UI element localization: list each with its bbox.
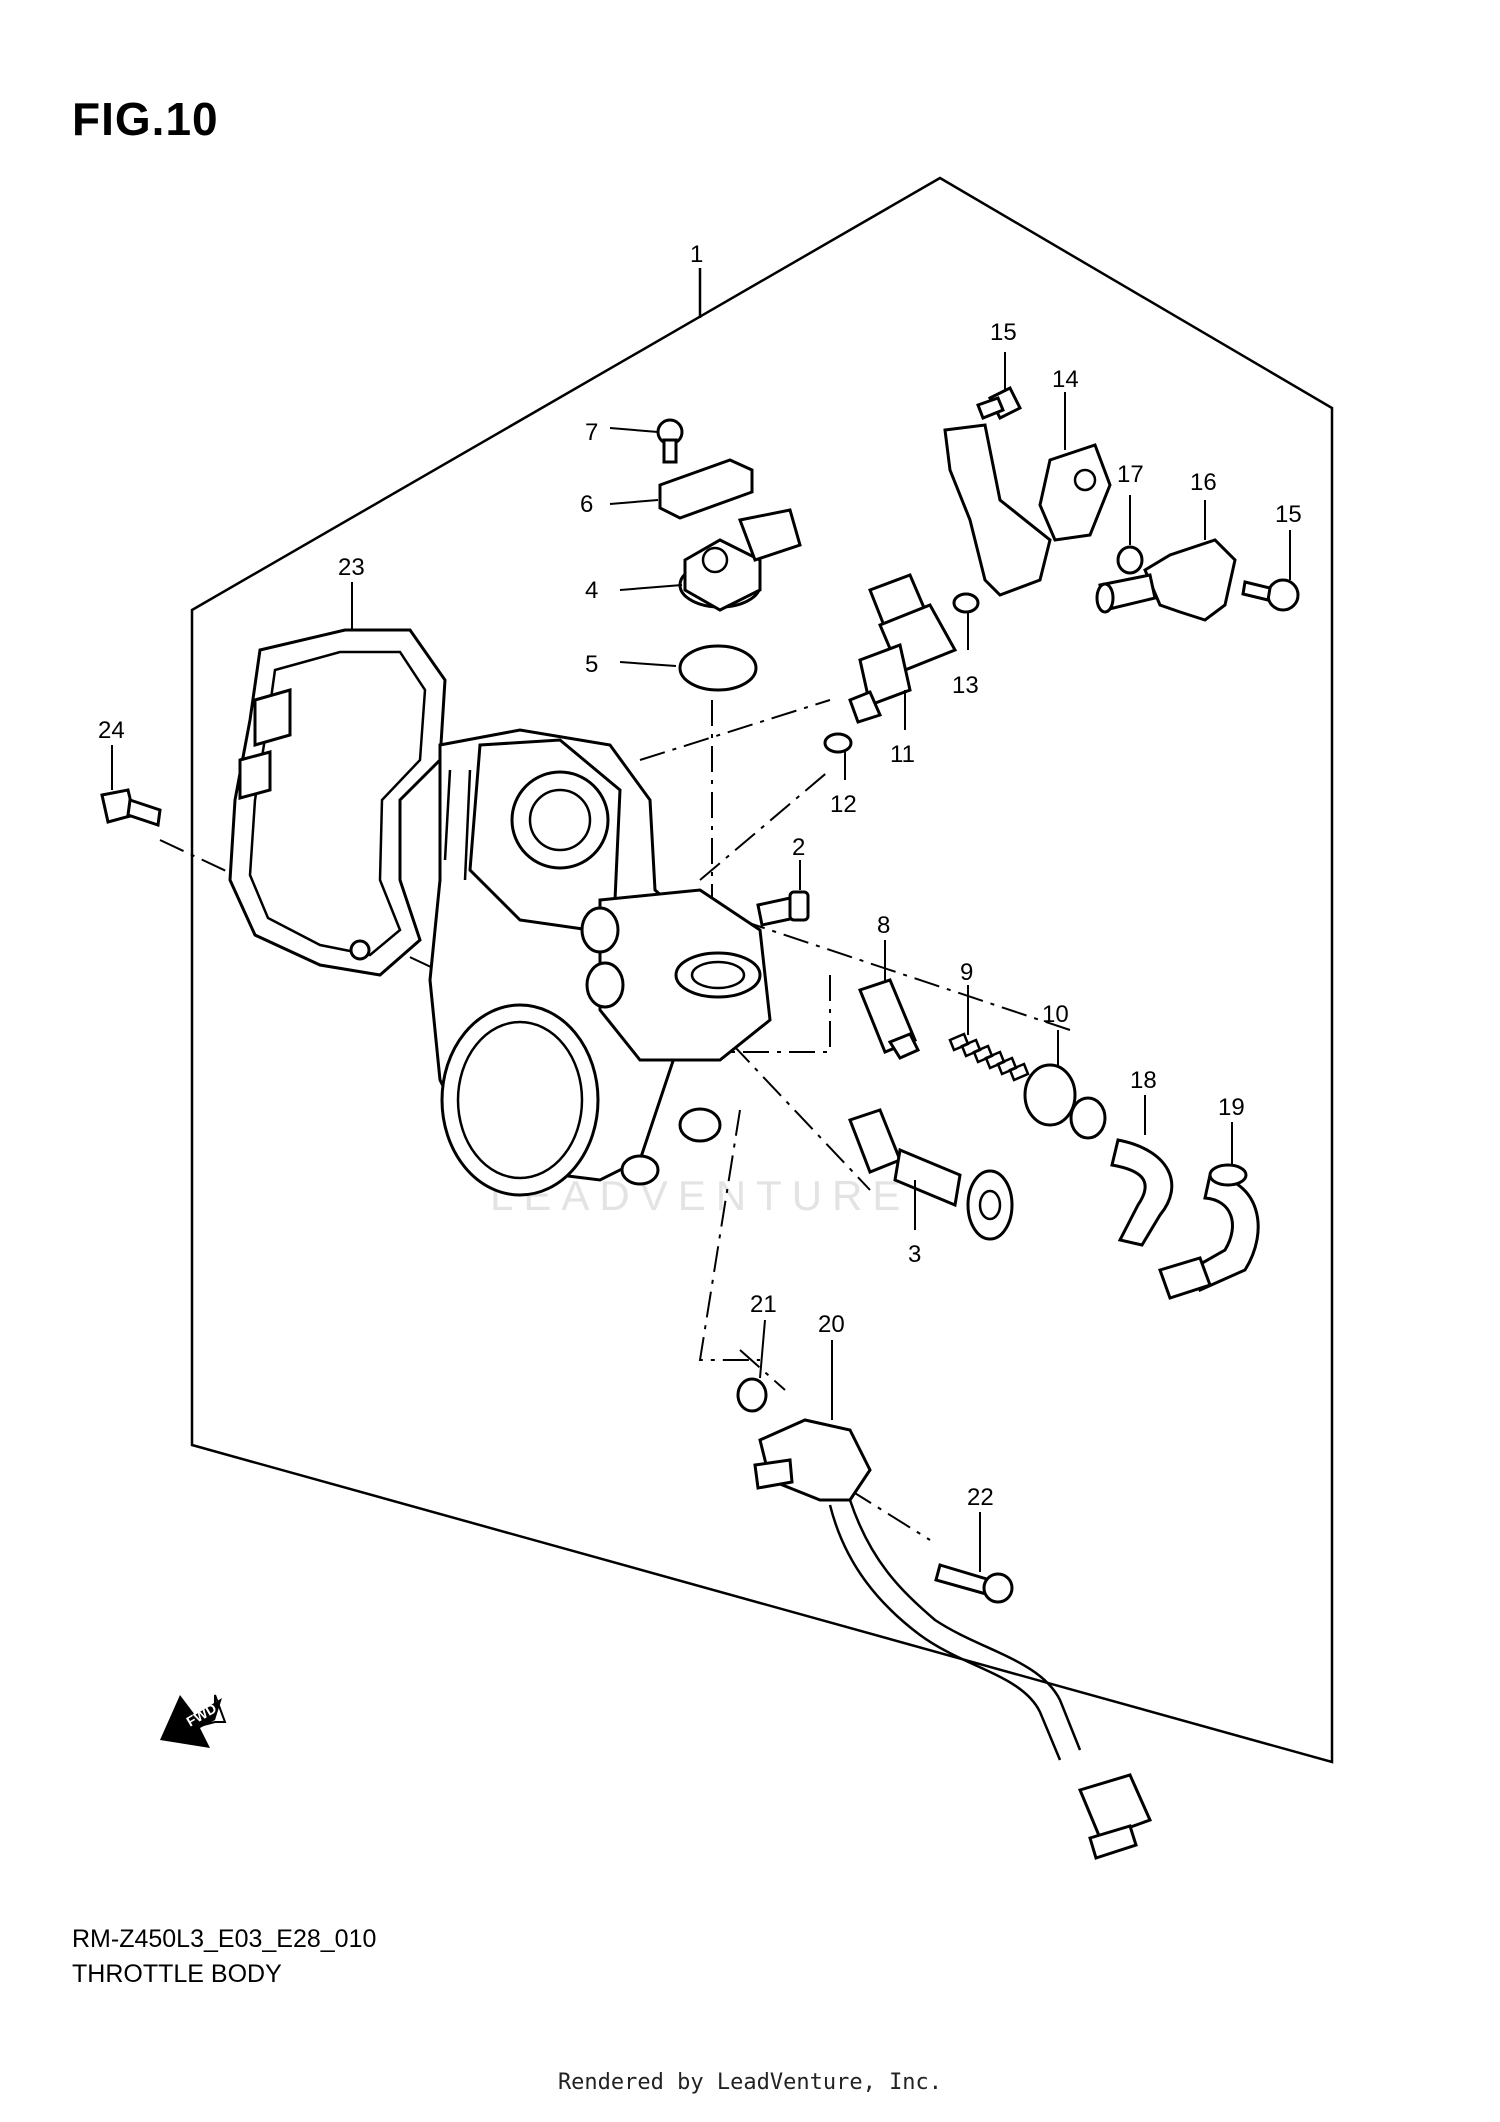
- throttle-body-main[interactable]: [428, 728, 772, 1197]
- callout-20: 20: [818, 1311, 845, 1338]
- callout-6: 6: [580, 491, 593, 518]
- callout-8: 8: [877, 912, 890, 939]
- part-18-hose[interactable]: [1110, 1138, 1174, 1247]
- callout-22: 22: [967, 1484, 994, 1511]
- callout-17: 17: [1117, 461, 1144, 488]
- callout-1: 1: [690, 241, 703, 268]
- part-15b-bolt[interactable]: [1241, 578, 1300, 612]
- callout-19: 19: [1218, 1094, 1245, 1121]
- part-22-bolt[interactable]: [934, 1563, 1014, 1604]
- part-2-screw[interactable]: [756, 890, 810, 927]
- part-17-o-ring[interactable]: [1116, 545, 1144, 575]
- part-20-sensor-harness[interactable]: [753, 1418, 1153, 1860]
- section-name: THROTTLE BODY: [72, 1960, 282, 1988]
- part-21-o-ring[interactable]: [736, 1377, 768, 1413]
- callout-4: 4: [585, 577, 598, 604]
- rendered-by-credit: Rendered by LeadVenture, Inc.: [557, 2070, 943, 2095]
- callout-15b: 15: [1275, 501, 1302, 528]
- part-24-bolt[interactable]: [100, 788, 162, 827]
- part-5-o-ring[interactable]: [678, 644, 758, 692]
- callout-15a: 15: [990, 319, 1017, 346]
- callout-5: 5: [585, 651, 598, 678]
- fwd-arrow-icon: FWD: [160, 1694, 227, 1748]
- assembly-boundary: [190, 176, 1334, 1764]
- callout-13: 13: [952, 672, 979, 699]
- part-15a-bolt[interactable]: [976, 385, 1023, 421]
- part-4-sensor[interactable]: [678, 508, 802, 612]
- callout-24: 24: [98, 717, 125, 744]
- part-9-spring[interactable]: [948, 1032, 1030, 1082]
- part-11-injector[interactable]: [848, 573, 958, 724]
- callout-9: 9: [960, 959, 973, 986]
- part-16-sensor[interactable]: [1095, 538, 1237, 622]
- part-10-fitting[interactable]: [1023, 1063, 1107, 1140]
- callout-21: 21: [750, 1291, 777, 1318]
- model-code: RM-Z450L3_E03_E28_010: [72, 1925, 377, 1953]
- leader-lines: [111, 352, 1291, 1572]
- callout-10: 10: [1042, 1001, 1069, 1028]
- part-7-screw[interactable]: [656, 418, 684, 464]
- callout-2: 2: [792, 834, 805, 861]
- callout-23: 23: [338, 554, 365, 581]
- callout-numbers: 1 2 3 4 5 6 7 8 9 10 11 12 13 14 15 15 1…: [98, 241, 1302, 1511]
- part-14-bracket[interactable]: [943, 423, 1112, 597]
- part-12-o-ring[interactable]: [823, 732, 853, 754]
- part-23-cover[interactable]: [228, 628, 447, 977]
- callout-7: 7: [585, 419, 598, 446]
- part-8-plunger[interactable]: [858, 978, 921, 1060]
- callout-12: 12: [830, 791, 857, 818]
- callout-3: 3: [908, 1241, 921, 1268]
- part-6-plate[interactable]: [658, 458, 754, 520]
- part-13-o-ring[interactable]: [952, 592, 980, 614]
- callout-14: 14: [1052, 366, 1079, 393]
- figure-title: FIG.10: [72, 93, 219, 145]
- callout-16: 16: [1190, 469, 1217, 496]
- callout-18: 18: [1130, 1067, 1157, 1094]
- part-3-idle-screw[interactable]: [848, 1108, 1014, 1241]
- callout-11: 11: [890, 741, 915, 768]
- part-19-hose[interactable]: [1158, 1163, 1260, 1300]
